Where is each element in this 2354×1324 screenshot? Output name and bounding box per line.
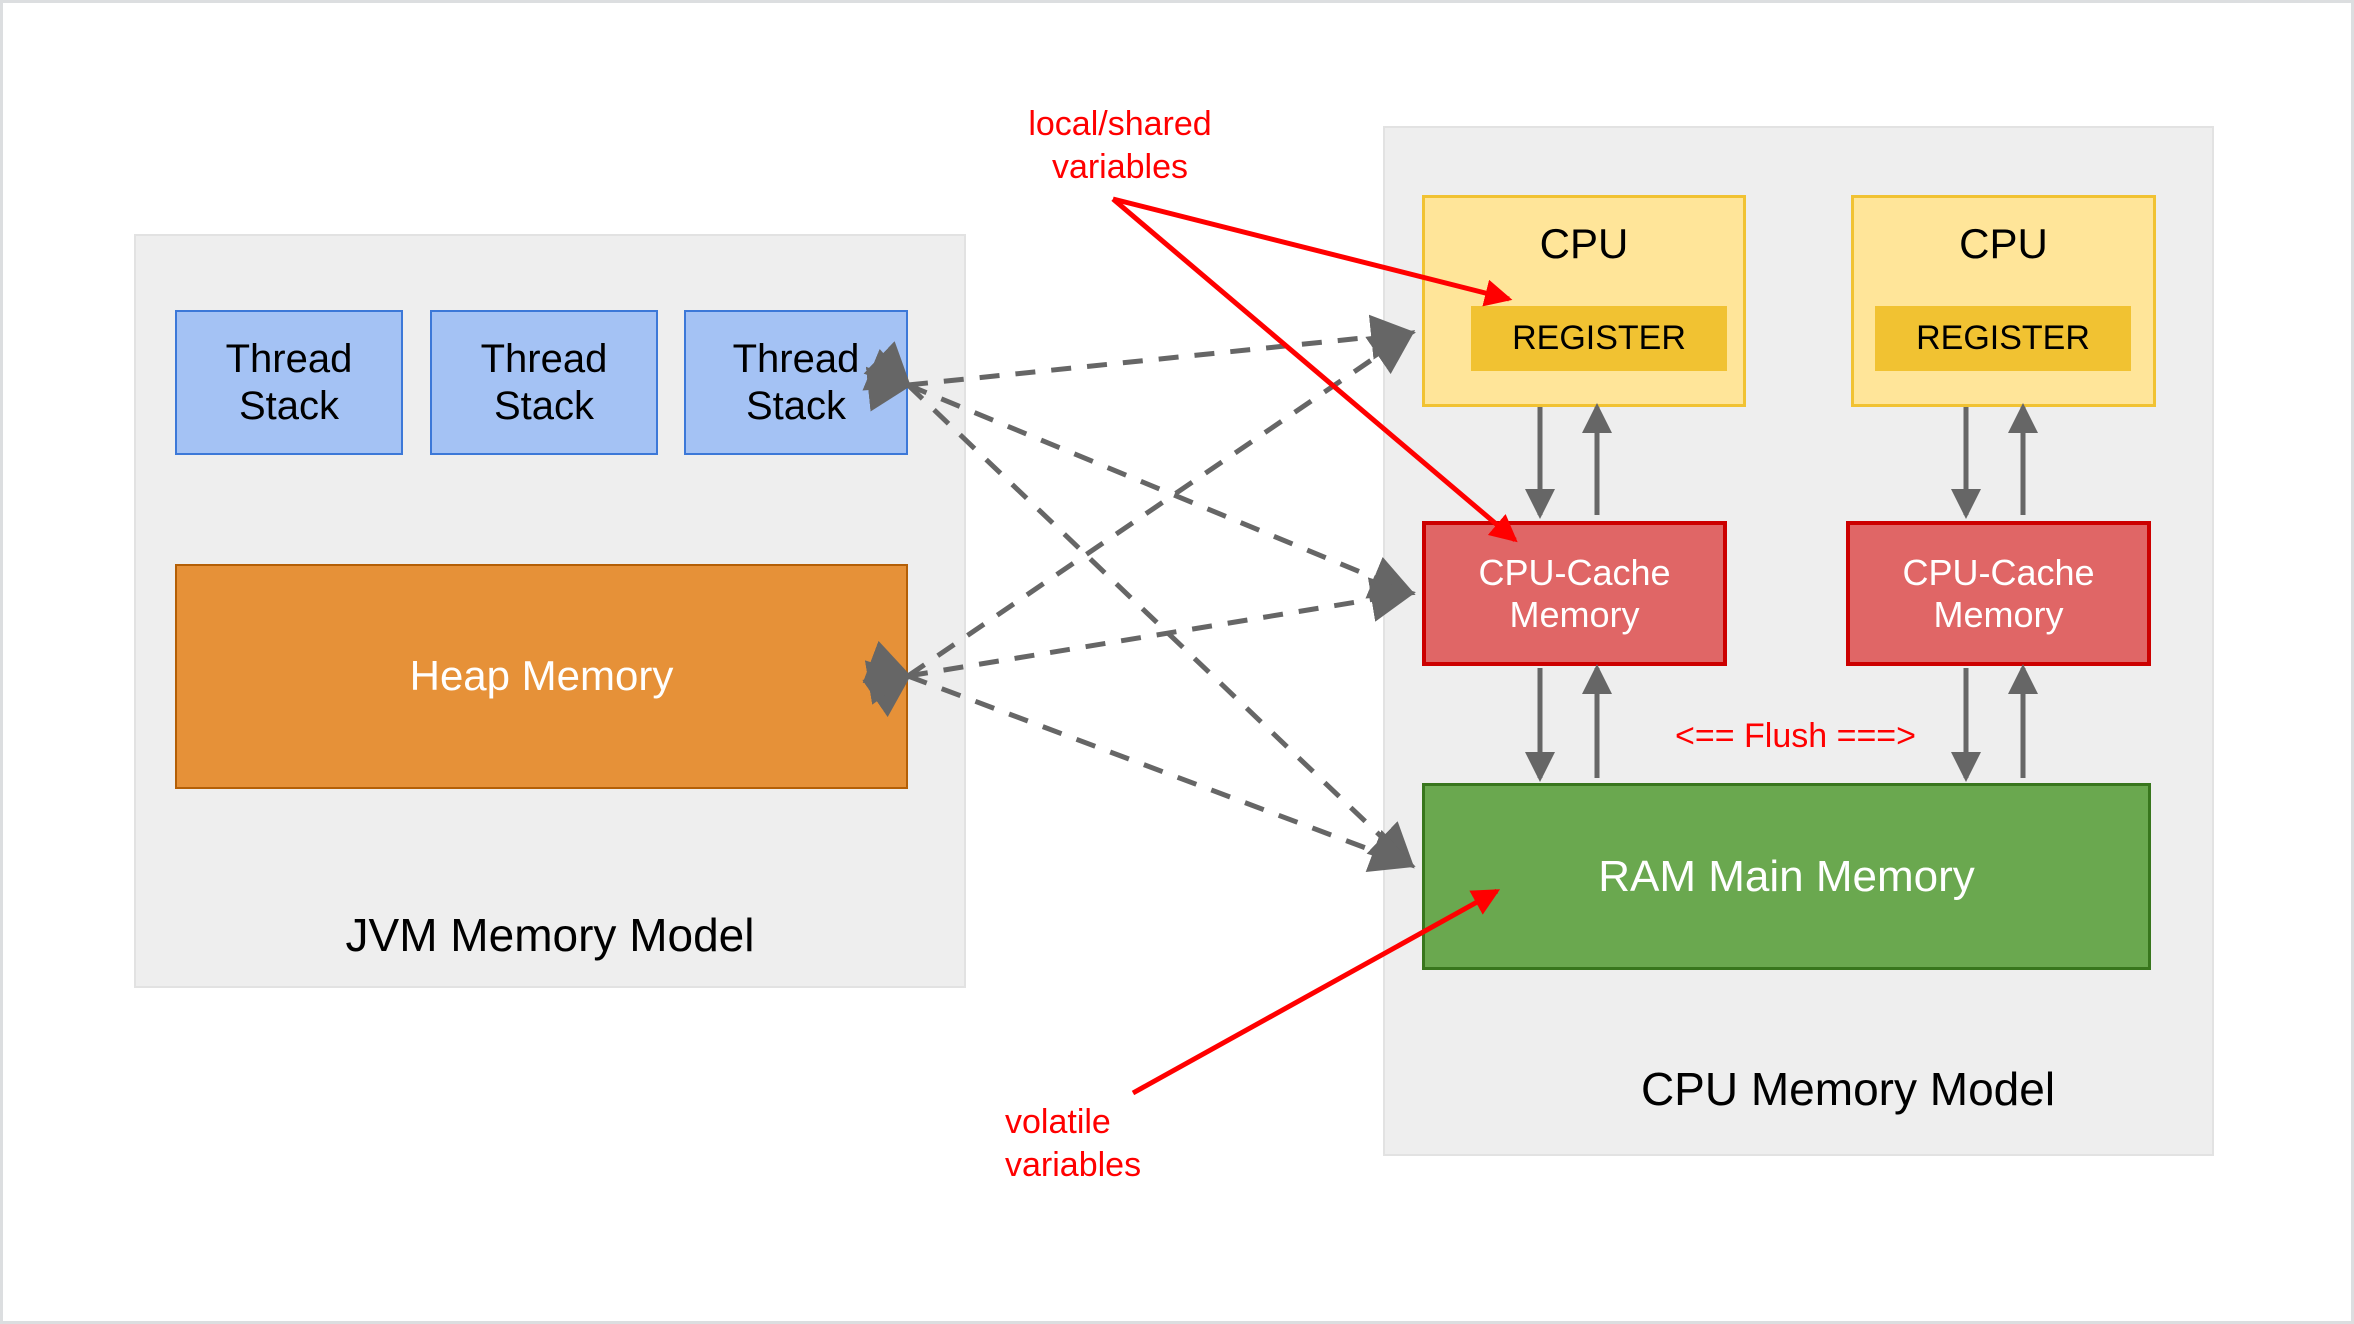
dashed-connectors-group [862, 314, 1416, 872]
register-box-2: REGISTER [1875, 306, 2131, 371]
cpu-cache-memory-box-1: CPU-Cache Memory [1422, 521, 1727, 666]
jvm-memory-model-title: JVM Memory Model [345, 909, 755, 961]
register-box-1: REGISTER [1471, 306, 1727, 371]
heap-memory-box: Heap Memory [175, 564, 908, 789]
cpu-memory-model-title: CPU Memory Model [1640, 1063, 2056, 1115]
ram-main-memory-box: RAM Main Memory [1422, 783, 2151, 970]
cpu-box-1: CPU [1422, 195, 1746, 407]
link-threadstack-to-register [865, 314, 1416, 412]
link-heap-to-ram [862, 640, 1416, 872]
thread-stack-box-3: Thread Stack [684, 310, 908, 455]
flush-label: <== Flush ===> [1675, 717, 1917, 755]
link-threadstack-to-cache [862, 348, 1416, 599]
cpu-box-2: CPU [1851, 195, 2156, 407]
thread-stack-box-2: Thread Stack [430, 310, 658, 455]
link-heap-to-cache [864, 577, 1416, 705]
local-shared-variables-note: local/shared variables [1028, 105, 1212, 186]
thread-stack-box-1: Thread Stack [175, 310, 403, 455]
link-threadstack-to-ram [863, 341, 1415, 869]
cpu-cache-memory-box-2: CPU-Cache Memory [1846, 521, 2151, 666]
link-heap-to-register [862, 330, 1416, 718]
volatile-variables-note: volatile variables [1005, 1103, 1142, 1184]
